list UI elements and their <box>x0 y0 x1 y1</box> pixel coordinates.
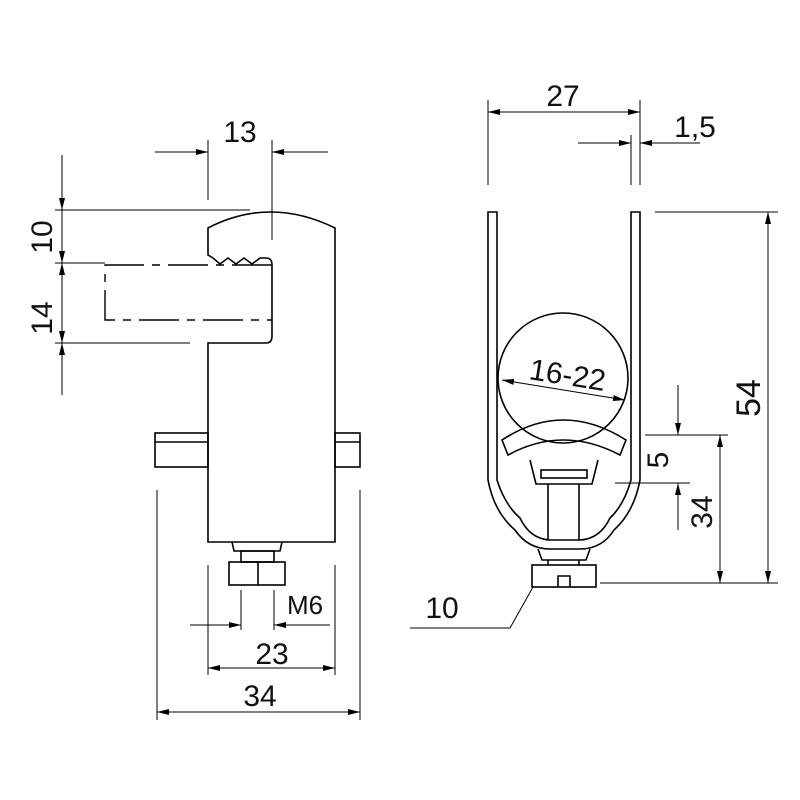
dim-m6: M6 <box>287 590 323 620</box>
rod-outline <box>104 264 272 321</box>
dim-23: 23 <box>255 638 288 671</box>
dim-54: 54 <box>730 379 768 417</box>
dim-10: 10 <box>26 220 59 253</box>
right-pin <box>334 432 361 468</box>
screw-washer <box>231 541 283 552</box>
saddle <box>501 419 627 457</box>
dim-27: 27 <box>546 80 579 113</box>
dim-10-screw: 10 <box>425 592 458 625</box>
screw-head <box>531 564 597 588</box>
side-view: 13 10 14 M6 23 34 <box>26 116 361 720</box>
clip-outer <box>487 211 641 550</box>
dim-34-front: 34 <box>686 495 719 528</box>
dim-13: 13 <box>223 116 256 149</box>
dim-34: 34 <box>243 680 276 713</box>
left-pin <box>154 432 209 468</box>
front-view: 16-22 27 1,5 54 34 5 10 <box>410 80 778 629</box>
clamp-body <box>207 211 336 543</box>
dim-16-22: 16-22 <box>527 353 608 398</box>
dim-1-5: 1,5 <box>674 111 716 144</box>
hex-nut <box>228 561 286 586</box>
dim-5: 5 <box>642 452 675 469</box>
pipe-circle <box>497 312 629 444</box>
dim-14: 14 <box>26 301 59 334</box>
